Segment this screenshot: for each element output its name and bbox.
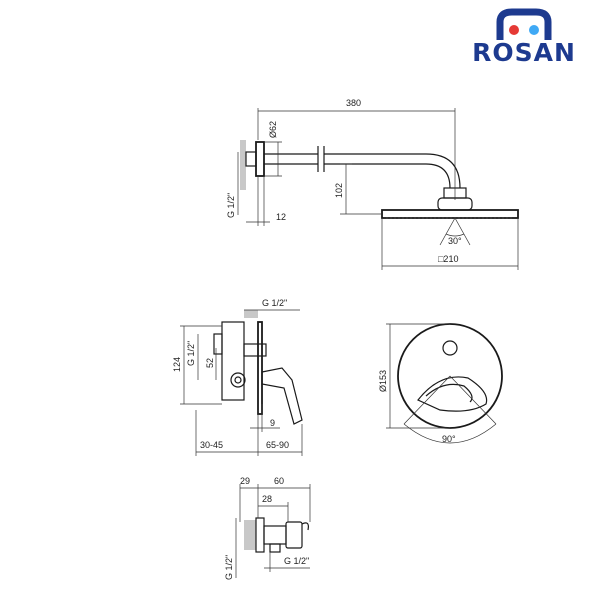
rosan-logo: ROSAN [456, 8, 592, 70]
spray-line [454, 217, 471, 246]
wall-section [244, 520, 256, 550]
elbow-thread-bottom-label: G 1/2" [284, 556, 309, 566]
thread-stub [245, 151, 257, 167]
lever-handle [261, 367, 303, 425]
wall-section [240, 140, 246, 190]
wall-elbow-view: 60 29 28 G 1/2" G 1/2" [224, 476, 311, 580]
logo-arch [496, 8, 552, 40]
inlet-thread-label: G 1/2" [186, 341, 196, 366]
flange-diameter-label: Ø62 [268, 121, 278, 138]
holder-hook [301, 522, 309, 531]
elbow-total-label: 60 [274, 476, 284, 486]
outlet-stub [243, 343, 267, 357]
arm-length-label: 380 [346, 98, 361, 108]
logo-blue-dot [529, 25, 539, 35]
outlet-thread-label: G 1/2" [262, 298, 287, 308]
wall-plate [257, 321, 263, 415]
front-handle [417, 376, 488, 412]
head-size-label: □210 [438, 254, 458, 264]
hose-holder [285, 521, 303, 549]
projection-label: 65-90 [266, 440, 289, 450]
arm-bend-outer [425, 153, 461, 189]
logo-mark-icon [496, 8, 552, 40]
rotation-label: 90° [442, 434, 456, 444]
logo-wordmark: ROSAN [472, 38, 576, 67]
drop-label: 102 [334, 183, 344, 198]
rotation-limit [403, 375, 451, 425]
handle-contour [425, 383, 473, 403]
mixer-height-label: 124 [172, 357, 182, 372]
inlet-stub [213, 333, 223, 355]
arm-bend-inner [425, 163, 451, 189]
spray-line [439, 217, 456, 246]
diverter-knob [442, 340, 458, 356]
wall-section [244, 310, 258, 318]
valve-port [230, 372, 246, 388]
elbow-flange [255, 517, 265, 553]
mixer-side-view: G 1/2" 124 G 1/2" 52 9 30-45 65-90 [172, 298, 303, 456]
mixer-front-view: 90° Ø153 [378, 323, 503, 444]
hose-outlet [269, 543, 281, 553]
elbow-body [263, 525, 287, 545]
shower-head [381, 209, 519, 219]
mixer-body [221, 321, 245, 401]
wall-flange [255, 141, 265, 177]
elbow-offset-a-label: 29 [240, 476, 250, 486]
shower-arm-view: 30° 380 Ø62 102 G 1/2" 12 □210 [226, 98, 519, 270]
valve-port-inner [234, 376, 242, 384]
wall-depth-label: 30-45 [200, 440, 223, 450]
rotation-limit [449, 375, 497, 425]
spray-angle-label: 30° [448, 236, 462, 246]
elbow-offset-b-label: 28 [262, 494, 272, 504]
center-offset-label: 52 [205, 358, 215, 368]
elbow-thread-left-label: G 1/2" [224, 555, 234, 580]
handle-offset-label: 9 [270, 418, 275, 428]
flange-offset-label: 12 [276, 212, 286, 222]
arm-thread-label: G 1/2" [226, 193, 236, 218]
plate-diameter-label: Ø153 [378, 370, 388, 392]
angle-arc [445, 233, 465, 237]
logo-red-dot [509, 25, 519, 35]
rotation-arc [403, 423, 497, 444]
